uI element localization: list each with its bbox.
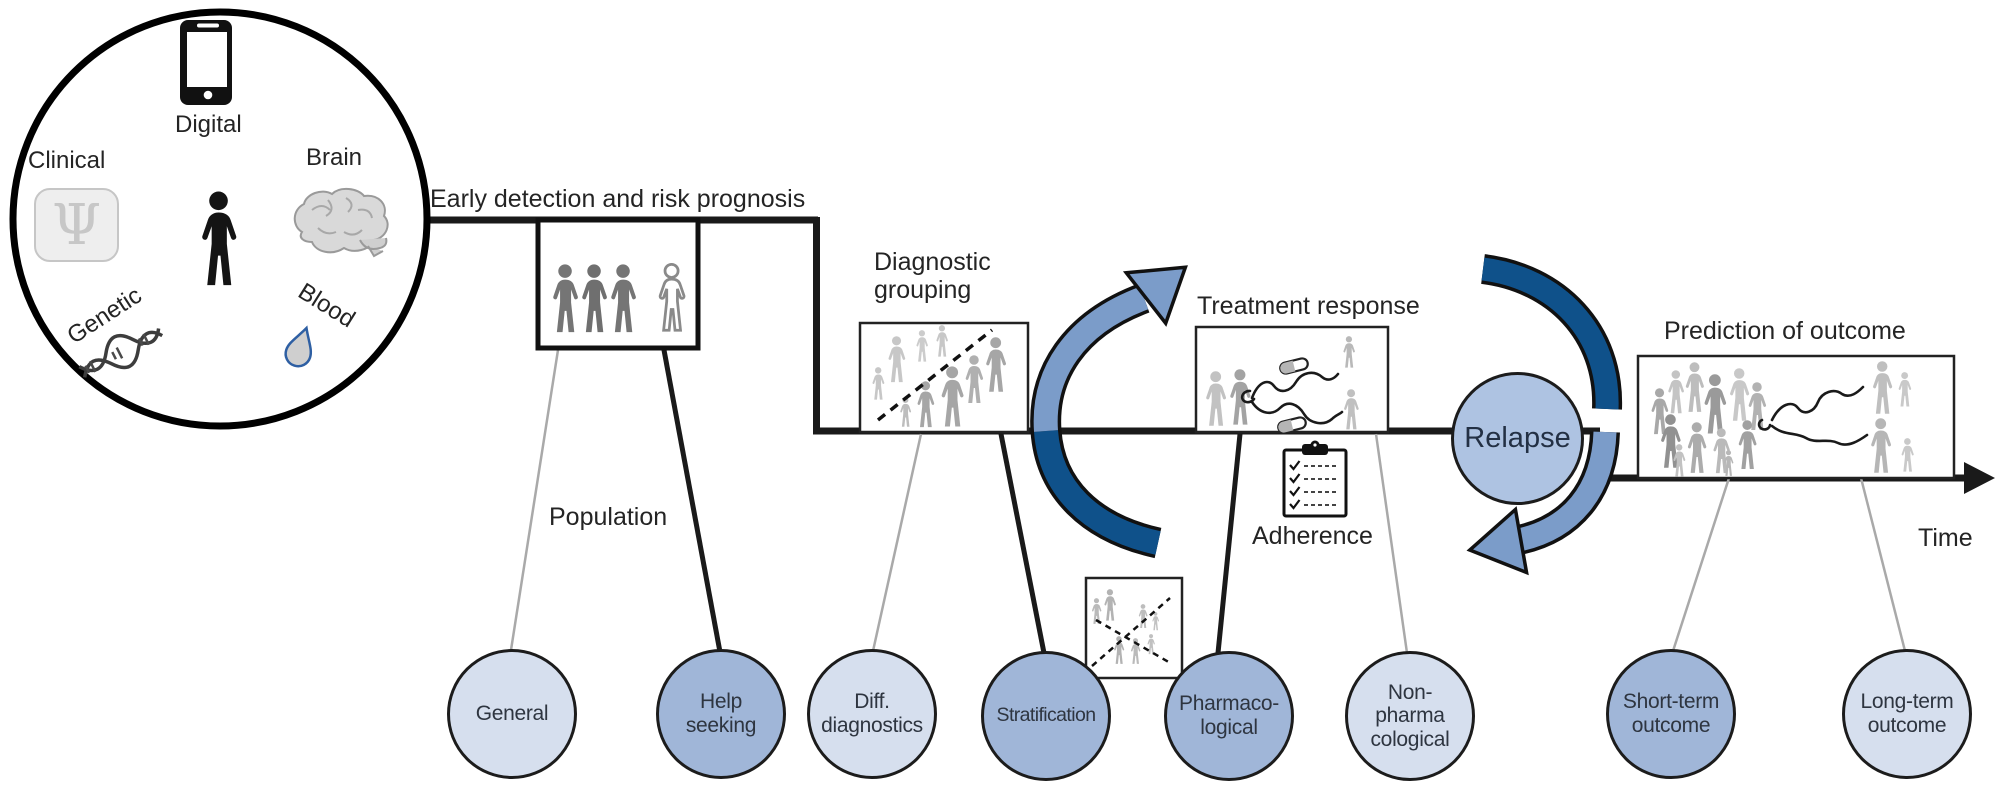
adherence-checklist-icon — [1282, 440, 1348, 518]
psi-icon: Ψ — [34, 188, 119, 262]
smartphone-icon — [180, 20, 232, 105]
feedback-arrowhead-icon — [1122, 265, 1188, 327]
trajectory-knot — [1757, 418, 1772, 431]
feedback-arrow-light-shaft — [1033, 286, 1149, 432]
node-non-pharmacological: Non- pharma cological — [1345, 651, 1475, 781]
connector-help-seeking — [661, 349, 723, 653]
connector-short-term — [1671, 477, 1731, 652]
connector-pharmacological — [1215, 433, 1243, 654]
blood-drop-icon — [284, 325, 313, 368]
clinical-label: Clinical — [28, 147, 106, 174]
relapse-arrowhead-icon — [1466, 506, 1529, 576]
connector-non-pharmacological — [1374, 433, 1409, 654]
trajectory-line-lower — [1770, 424, 1869, 446]
feedback-arrow-dark-tail — [1034, 429, 1161, 555]
node-pharmacological: Pharmaco- logical — [1164, 651, 1294, 781]
relapse-arc-light — [1516, 431, 1617, 552]
node-short-term-outcome: Short-term outcome — [1606, 649, 1736, 779]
stratification-subgroup-box — [1084, 576, 1184, 680]
data-sources-circle — [9, 8, 431, 430]
node-connectors — [509, 349, 1907, 654]
treatment-response-box — [1194, 325, 1390, 434]
stage-treatment-response-label: Treatment response — [1197, 292, 1420, 320]
relapse-node: Relapse — [1451, 372, 1584, 505]
treatment-feedback-arrow — [1030, 265, 1188, 559]
relapse-arc-dark — [1481, 257, 1619, 410]
node-diff-diagnostics: Diff. diagnostics — [807, 649, 937, 779]
connector-stratification — [998, 433, 1047, 654]
node-long-term-outcome: Long-term outcome — [1842, 649, 1972, 779]
dna-icon — [78, 328, 164, 378]
digital-label: Digital — [175, 111, 242, 138]
grouping-divider-dashed-line — [876, 328, 994, 422]
connector-long-term — [1859, 477, 1907, 652]
adherence-label: Adherence — [1252, 522, 1373, 550]
prediction-outcome-box — [1636, 354, 1956, 480]
diagnostic-grouping-box — [858, 321, 1030, 434]
connector-diff-diagnostics — [871, 433, 923, 652]
trajectory-line-lower — [1250, 400, 1344, 425]
connector-general — [509, 349, 560, 651]
population-label: Population — [549, 503, 668, 531]
trajectory-line-upper — [1250, 371, 1340, 400]
time-arrowhead-icon — [1964, 462, 1995, 494]
brain-label: Brain — [306, 144, 363, 171]
node-stratification: Stratification — [981, 651, 1111, 781]
stage-diagnostic-grouping-label: Diagnostic grouping — [874, 248, 991, 304]
pill-icon — [1279, 357, 1309, 375]
stage-prediction-outcome-label: Prediction of outcome — [1664, 317, 1906, 345]
pill-icon — [1277, 416, 1307, 434]
trajectory-line-upper — [1770, 385, 1865, 422]
node-general: General — [447, 649, 577, 779]
node-help-seeking: Help seeking — [656, 649, 786, 779]
psi-glyph: Ψ — [51, 192, 102, 258]
subgroup-dashed-line — [1095, 618, 1173, 666]
brain-image — [293, 188, 389, 258]
population-box — [535, 217, 701, 351]
stage-early-detection-label: Early detection and risk prognosis — [430, 185, 806, 213]
time-axis-label: Time — [1918, 524, 1973, 552]
relapse-cycle-arrow — [1466, 254, 1623, 576]
